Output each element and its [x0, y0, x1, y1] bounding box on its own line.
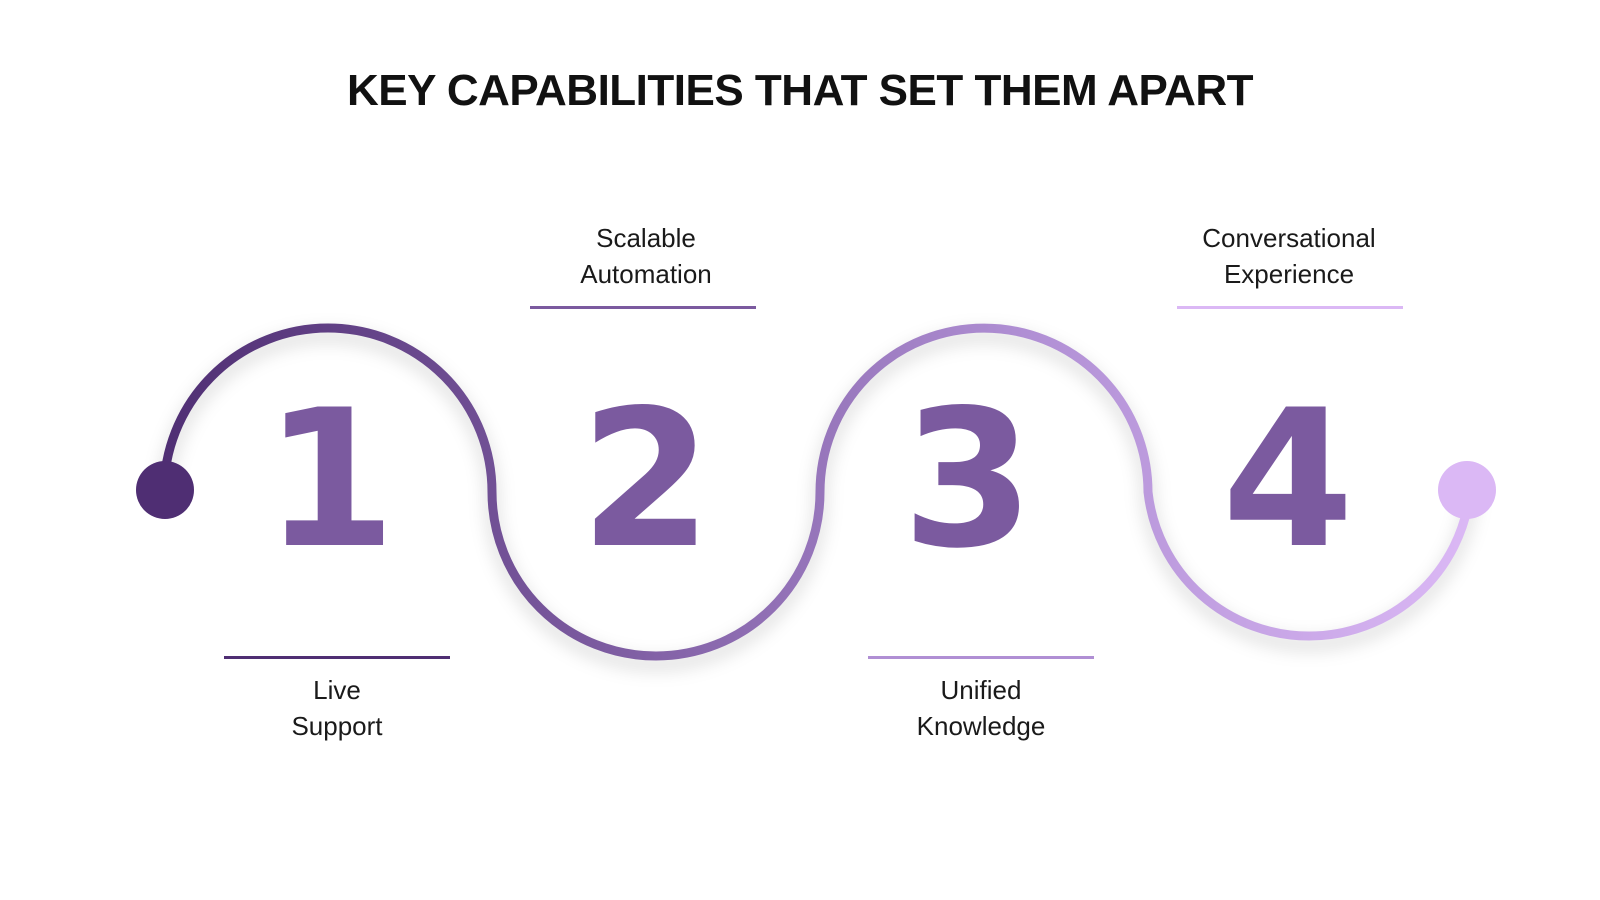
step-4-label-line1: Conversational: [1202, 223, 1376, 253]
step-2-label-line1: Scalable: [596, 223, 696, 253]
step-2-number: 2: [579, 369, 712, 590]
step-1-label: Live Support: [207, 672, 467, 744]
step-4-label-line2: Experience: [1223, 259, 1355, 289]
step-4-number: 4: [1221, 369, 1354, 590]
step-3-number: 3: [901, 369, 1034, 590]
step-2-label-line2: Automation: [580, 259, 712, 289]
step-4-divider: [1177, 306, 1403, 309]
step-1-label-line2: Support: [291, 711, 383, 741]
step-2-divider: [530, 306, 756, 309]
step-3-divider: [868, 656, 1094, 659]
end-dot: [1438, 461, 1496, 519]
step-3-label: Unified Knowledge: [851, 672, 1111, 744]
step-1-number: 1: [263, 369, 396, 590]
step-2-label: Scalable Automation: [516, 220, 776, 292]
wave-path: [159, 323, 1475, 661]
step-3-label-line2: Knowledge: [916, 711, 1046, 741]
page-title: KEY CAPABILITIES THAT SET THEM APART: [346, 66, 1254, 115]
step-3-label-line1: Unified: [940, 675, 1022, 705]
start-dot: [136, 461, 194, 519]
step-4-label: Conversational Experience: [1159, 220, 1419, 292]
step-1-label-line1: Live: [313, 675, 361, 705]
step-1-divider: [224, 656, 450, 659]
